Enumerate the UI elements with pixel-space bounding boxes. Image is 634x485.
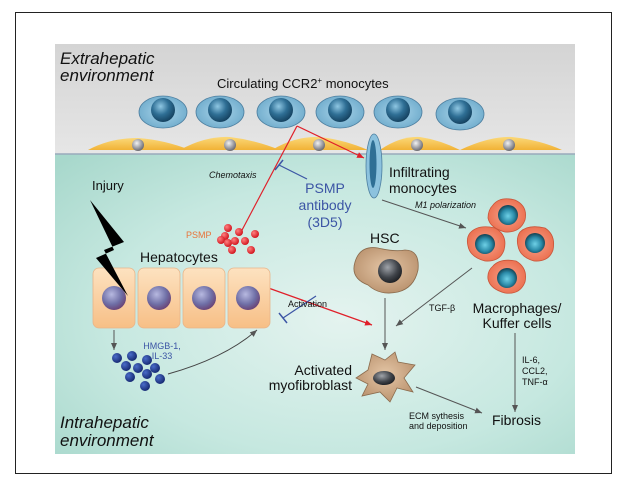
hepatocyte xyxy=(182,267,226,329)
gray-arrows xyxy=(111,199,518,414)
macrophages-label-line2: Kuffer cells xyxy=(483,315,552,331)
myofibroblast-to-fibrosis-arrow xyxy=(415,386,483,414)
hepatocytes xyxy=(92,267,271,329)
monocyte xyxy=(315,95,365,129)
endothelial-cell xyxy=(180,136,280,151)
fibrosis-label: Fibrosis xyxy=(492,412,541,428)
infiltrating-monocytes-label-line2: monocytes xyxy=(389,180,457,196)
psmp-to-monocyte-line xyxy=(240,125,298,233)
psmp-antibody-label-line2: antibody xyxy=(299,197,352,213)
monocyte xyxy=(195,95,245,129)
intrahepatic-label-line2: environment xyxy=(60,431,155,450)
infiltrating-monocytes-label-line1: Infiltrating xyxy=(389,164,450,180)
hepatocyte xyxy=(137,267,181,329)
endothelial-cell xyxy=(272,136,368,151)
psmp-antibody-label-line3: (3D5) xyxy=(307,214,342,230)
macrophage xyxy=(516,226,555,262)
m1-polarization-arrow xyxy=(381,199,467,229)
macrophage xyxy=(487,259,526,294)
myofibroblast-label-line2: myofibroblast xyxy=(269,377,352,393)
infiltrating-monocyte-cell xyxy=(365,133,383,199)
hmgb-il33-label-line2: IL-33 xyxy=(152,351,173,361)
hmgb-feedback-arrow xyxy=(167,329,258,375)
extrahepatic-label-line2: environment xyxy=(60,66,155,85)
hsc-cell xyxy=(353,247,419,294)
chemotaxis-arrows xyxy=(239,125,373,326)
hmgb-il33-label-line1: HMGB-1, xyxy=(143,341,181,351)
hepatocytes-label: Hepatocytes xyxy=(140,249,218,265)
circulating-monocytes-label: Circulating CCR2+ monocytes xyxy=(217,76,389,91)
psmp-particles xyxy=(217,224,259,254)
hepatocyte xyxy=(92,267,136,329)
injury-lightning-icon xyxy=(90,200,128,296)
macrophage xyxy=(487,198,526,233)
cytokines-label-line3: TNF-α xyxy=(522,377,548,387)
tgf-beta-label: TGF-β xyxy=(429,303,455,313)
cytokines-label-line2: CCL2, xyxy=(522,366,548,376)
hsc-label: HSC xyxy=(370,230,400,246)
myofibroblast-label-line1: Activated xyxy=(294,362,352,378)
intrahepatic-label-line1: Intrahepatic xyxy=(60,413,149,432)
antibody-inhibition xyxy=(274,159,317,324)
hmgb-il33-particles xyxy=(112,351,165,391)
endothelial-cell xyxy=(380,136,460,151)
labels: Extrahepatic environment Circulating CCR… xyxy=(60,49,561,450)
psmp-activation-arrow xyxy=(259,284,373,326)
circulating-monocytes xyxy=(138,95,485,131)
m1-polarization-label: M1 polarization xyxy=(415,200,476,210)
tgf-beta-arrow xyxy=(395,267,473,327)
psmp-antibody-label-line1: PSMP xyxy=(305,180,345,196)
extrahepatic-label-line1: Extrahepatic xyxy=(60,49,155,68)
endothelial-cell xyxy=(88,138,190,151)
cytokines-label-line1: IL-6, xyxy=(522,355,540,365)
ecm-label-line1: ECM sythesis xyxy=(409,411,465,421)
activated-myofibroblast-cell xyxy=(355,351,416,403)
macrophages xyxy=(466,198,555,294)
monocyte xyxy=(435,97,485,131)
macrophage xyxy=(466,226,506,262)
psmp-label: PSMP xyxy=(186,230,212,240)
activation-label: Activation xyxy=(288,299,327,309)
injury-label: Injury xyxy=(92,178,124,193)
extrahepatic-region xyxy=(55,44,575,154)
monocyte xyxy=(373,95,423,129)
monocyte xyxy=(256,95,306,129)
endothelial-cell xyxy=(460,136,562,151)
monocyte xyxy=(138,95,188,129)
endothelial-cells xyxy=(88,136,562,151)
chemotaxis-label: Chemotaxis xyxy=(209,170,257,180)
ecm-label-line2: and deposition xyxy=(409,421,468,431)
macrophages-label-line1: Macrophages/ xyxy=(473,300,562,316)
hepatocyte xyxy=(227,267,271,329)
monocyte-to-infiltration-arrow xyxy=(296,125,365,159)
